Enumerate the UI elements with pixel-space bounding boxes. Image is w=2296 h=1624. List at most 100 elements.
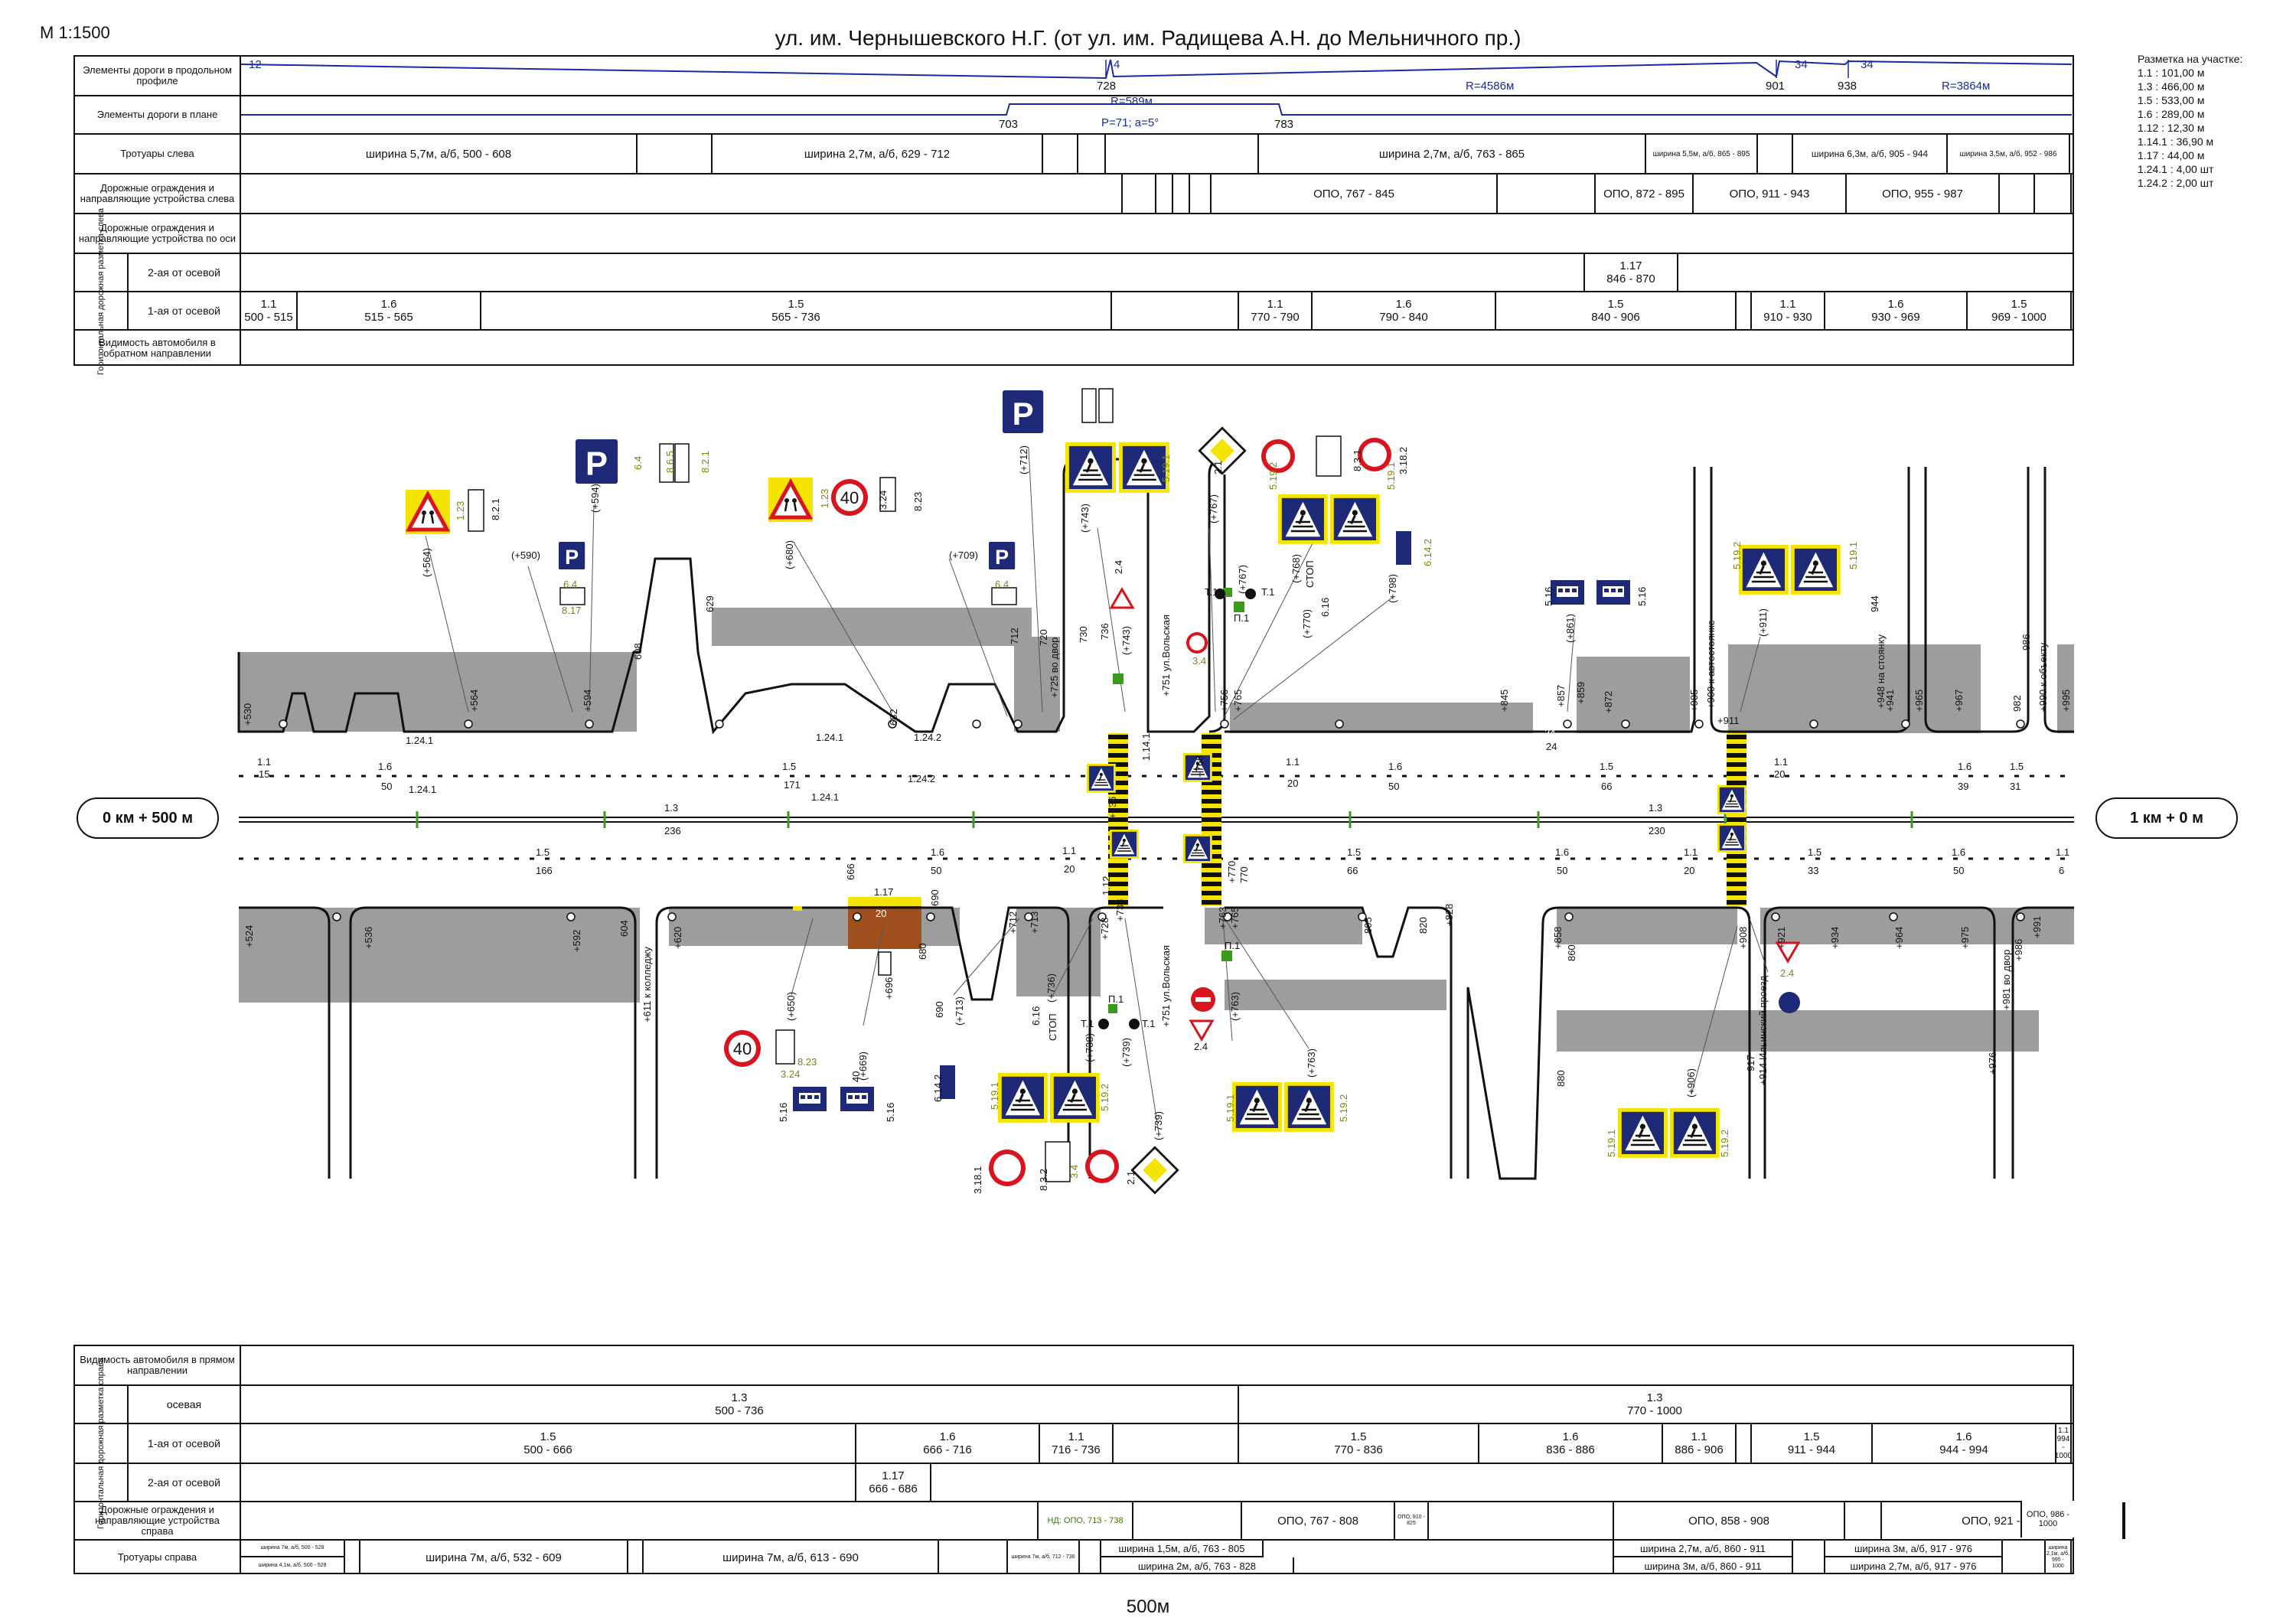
chainage-label: +564	[468, 689, 480, 712]
chainage-label: +965	[1913, 689, 1925, 712]
section-length: 500м	[1126, 1596, 1170, 1617]
chainage-label: +905	[1688, 689, 1700, 712]
street-label: +751 ул.Вольская	[1160, 614, 1172, 696]
guard-right-cell: ОПО, 810 - 825	[1395, 1502, 1429, 1539]
chainage-label: +967	[1953, 689, 1965, 712]
lane-label: 66	[1601, 781, 1613, 792]
lane-label: 1.6	[1958, 761, 1972, 772]
callout: (+738)	[1084, 1033, 1095, 1062]
sidewalk-north	[239, 608, 2074, 733]
marking-label: 1.24.2	[908, 773, 936, 784]
road-crossing-signs	[1086, 752, 1747, 864]
lane-label: 20	[1064, 863, 1075, 875]
sign-code: П.1	[1225, 940, 1241, 951]
guard-right-cell-end: ОПО, 986 - 1000	[2020, 1501, 2074, 1538]
callout: (+861)	[1564, 614, 1576, 643]
sign-code: 6.4	[995, 579, 1009, 590]
sign-code: 3.24	[877, 490, 889, 510]
chainage-label: 720	[1038, 629, 1049, 646]
marking-legend: Разметка на участке: 1.1 : 101,00 м 1.3 …	[2138, 52, 2242, 190]
legend-item: 1.14.1 : 36,90 м	[2138, 135, 2214, 148]
lane-label: 1.6	[1952, 846, 1966, 858]
sign-code: 5.16	[1636, 586, 1648, 606]
sign-code: 8.2.1	[700, 451, 711, 473]
lane-label: 66	[1347, 865, 1358, 876]
sidewalk-right-cell	[628, 1541, 644, 1574]
marking-cell: 1.1 716 - 736	[1040, 1424, 1114, 1463]
chainage-label: +524	[243, 925, 255, 947]
chainage-label: +763	[1217, 906, 1228, 929]
chainage-label: +934	[1829, 926, 1841, 949]
guard-left-cell	[1123, 174, 1156, 213]
marking-cell: 1.6 930 - 969	[1825, 292, 1968, 329]
callout: (+594)	[589, 484, 601, 513]
callout: +738	[1114, 898, 1126, 921]
sign-code: 1.23	[819, 488, 830, 508]
sign-code: 2.1	[1212, 460, 1224, 474]
chainage-label: 666	[845, 863, 856, 880]
lane-label: 20	[1774, 768, 1786, 780]
sign-code: 3.18.2	[1397, 446, 1409, 474]
chainage-label: 982	[2011, 695, 2023, 712]
guard-right-cell	[241, 1502, 1039, 1539]
marking-label: 24	[1546, 741, 1557, 752]
marking-cell	[1112, 292, 1239, 329]
km-start-badge: 0 км + 500 м	[77, 797, 219, 839]
sign-code: 5.19.1	[1160, 454, 1172, 482]
marking-cell: 1.5 565 - 736	[481, 292, 1112, 329]
sign-code: 5.19.1	[1606, 1129, 1617, 1157]
plan-label: Элементы дороги в плане	[75, 96, 241, 133]
marking-cell: 1.6 790 - 840	[1313, 292, 1496, 329]
sidewalk-right-cell	[1793, 1541, 1825, 1574]
lane-label: 1.6	[1388, 761, 1403, 772]
sign-code: 6.16	[1319, 597, 1331, 617]
signs-south	[724, 941, 1800, 1195]
axis-label: 230	[1649, 825, 1665, 836]
sidewalk-right-cell: ширина 2,7м, а/б, 917 - 976	[1825, 1557, 2003, 1574]
sign-code: 3.18.1	[972, 1166, 983, 1194]
lane-label: 6	[2059, 865, 2065, 876]
sidewalk-south	[239, 908, 2074, 1052]
first-left-label: 1-ая от осевой	[129, 292, 241, 329]
zebra-crossing-far-east	[1727, 733, 1746, 906]
guard-axis-label: Дорожные ограждения и направляющие устро…	[75, 214, 241, 253]
second-left-row: 2-ая от осевой 1.17 846 - 870	[75, 254, 2073, 292]
bottom-table: Видимость автомобиля в прямом направлени…	[73, 1345, 2125, 1574]
sign-code: 6.14.2	[1422, 538, 1433, 566]
post-markers	[279, 719, 2025, 921]
south-curb	[239, 906, 2074, 1180]
legend-title: Разметка на участке:	[2138, 53, 2243, 65]
callout: (+763)	[1306, 1048, 1317, 1078]
marking-cell: 1.6 666 - 716	[856, 1424, 1040, 1463]
street-label: +981 во двор	[2001, 949, 2012, 1010]
marking-label: 1.24.2	[914, 732, 942, 743]
street-label: +725 во двор	[1049, 637, 1060, 698]
sign-code: 2.4	[1780, 967, 1795, 979]
guard-left-cell	[1190, 174, 1212, 213]
sign-code: 5.19.2	[1099, 1083, 1110, 1111]
profile-mark: 728	[1097, 80, 1117, 93]
guard-right-row: Дорожные ограждения и направляющие устро…	[75, 1502, 2125, 1541]
sign-code: 3.4	[1192, 655, 1207, 667]
sign-code: 5.19.1	[989, 1081, 1000, 1110]
marking-cell: 1.1 910 - 930	[1752, 292, 1825, 329]
sign-code: 6.14.2	[932, 1074, 944, 1102]
callout: (+590)	[511, 549, 540, 561]
sign-code: 6.4	[563, 579, 578, 590]
sign-code: Т.1	[1261, 586, 1275, 598]
callout: (+739)	[1153, 1111, 1164, 1140]
profile-mark: R=4586м	[1466, 80, 1515, 93]
callout: (+650)	[785, 992, 797, 1021]
guard-axis-row: Дорожные ограждения и направляющие устро…	[75, 214, 2073, 254]
guard-right-cell: ОПО, 858 - 908	[1614, 1502, 1845, 1539]
drawing-title: ул. им. Чернышевского Н.Г. (от ул. им. Р…	[775, 26, 1521, 50]
street-label: +611 к колледжу	[641, 946, 653, 1022]
sign-code: 5.19.1	[1225, 1094, 1236, 1122]
chainage-label: +594	[582, 689, 593, 712]
sidewalk-left-cell	[638, 135, 713, 173]
axis-label: 1.3	[664, 802, 679, 814]
sidewalk-right-cell	[1294, 1541, 1614, 1574]
marking-cell: 1.1 770 - 790	[1239, 292, 1313, 329]
sign-code: 24	[1544, 727, 1556, 739]
chainage-label: +858	[1552, 926, 1564, 949]
